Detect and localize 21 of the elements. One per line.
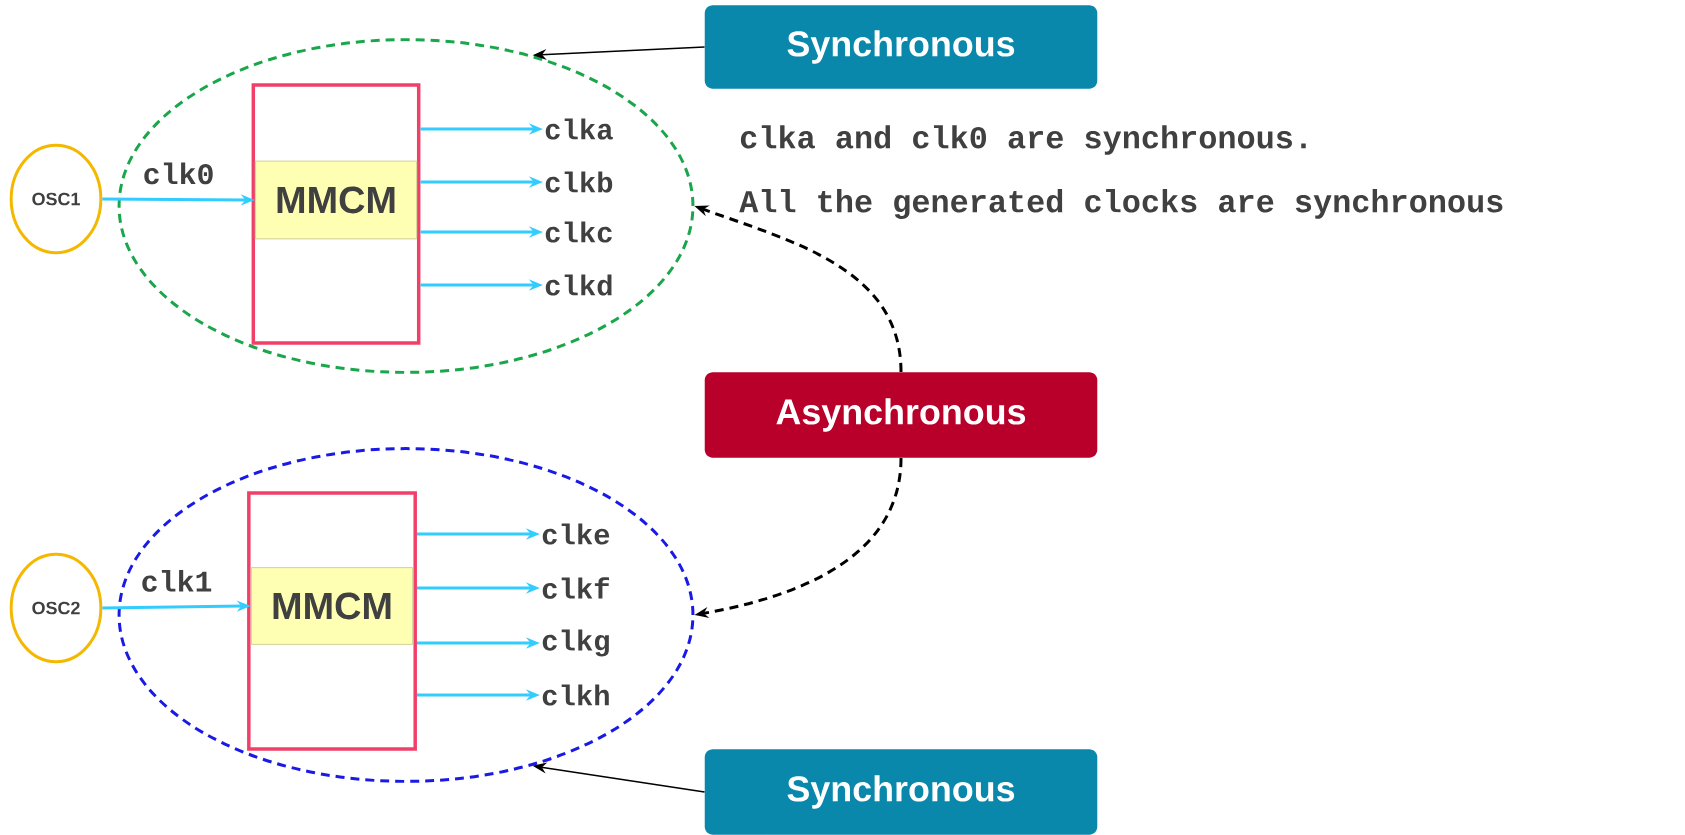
dashed-ellipse bbox=[117, 447, 695, 783]
clock-label: clkg bbox=[542, 629, 609, 657]
note-text: All the generated clocks are synchronous bbox=[739, 189, 1503, 219]
label-box: Synchronous bbox=[704, 5, 1098, 89]
dashed-ellipse bbox=[117, 38, 695, 374]
block-frame bbox=[251, 83, 421, 345]
clock-label: clka bbox=[545, 118, 613, 140]
clock-label: clke bbox=[542, 523, 610, 545]
label-box: Asynchronous bbox=[704, 372, 1098, 458]
note-text: clka and clk0 are synchronous. bbox=[740, 125, 1306, 155]
clock-label: clkh bbox=[542, 684, 609, 706]
clock-label: clkf bbox=[542, 577, 610, 599]
mmcm-block: MMCM bbox=[250, 567, 414, 645]
clock-label: clkc bbox=[545, 221, 612, 243]
edge-label: clk1 bbox=[142, 569, 212, 592]
clock-label: clkb bbox=[545, 171, 613, 193]
edge-label: clk0 bbox=[144, 162, 213, 185]
block-frame bbox=[247, 491, 417, 751]
clock-label: clkd bbox=[545, 274, 612, 296]
mmcm-block: MMCM bbox=[254, 160, 418, 240]
label-box: Synchronous bbox=[704, 749, 1098, 835]
